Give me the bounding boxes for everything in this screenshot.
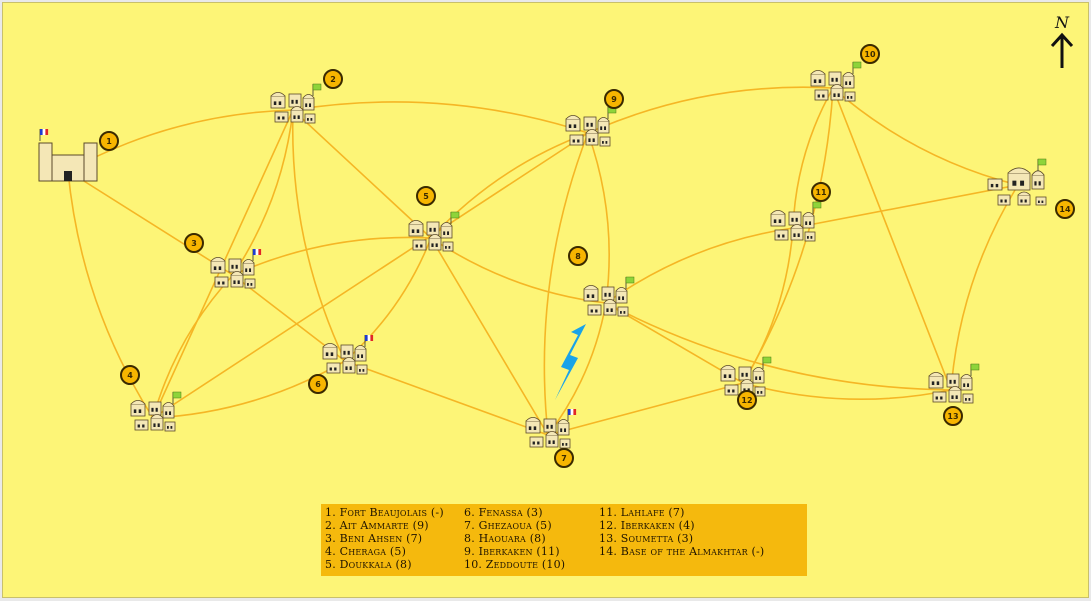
legend-entry: 10. Zeddoute (10) (464, 558, 566, 571)
legend-entry: 5. Doukkala (8) (325, 558, 412, 571)
location-badge-4[interactable]: 4 (120, 365, 140, 385)
location-badge-5[interactable]: 5 (416, 186, 436, 206)
legend-entry: 1. Fort Beaujolais (-) (325, 506, 444, 519)
settlement-2[interactable] (270, 83, 322, 124)
route-path (742, 227, 794, 384)
route-path (152, 360, 346, 419)
route-path (587, 86, 834, 134)
route-path (152, 274, 234, 419)
location-badge-3[interactable]: 3 (184, 233, 204, 253)
route-path (67, 170, 154, 419)
legend-column-2: 6. Fenassa (3) 7. Ghezaoua (5) 8. Haouar… (464, 506, 565, 571)
north-arrow-icon (1050, 32, 1074, 68)
route-path (292, 101, 589, 134)
legend-entry: 7. Ghezaoua (5) (464, 519, 552, 532)
route-path (605, 302, 952, 391)
settlement-3[interactable] (210, 249, 262, 289)
route-path (587, 132, 610, 304)
route-path (232, 109, 294, 276)
settlement-7[interactable] (525, 409, 577, 449)
compass-rose: N (1049, 13, 1075, 71)
route-path (543, 132, 589, 436)
location-legend: 1. Fort Beaujolais (-) 2. Ait Ammarte (9… (321, 504, 807, 576)
bolt-layer (555, 324, 586, 400)
legend-column-3: 11. Lahlafe (7) 12. Iberkaken (4) 13. So… (599, 506, 764, 558)
location-badge-7[interactable]: 7 (554, 448, 574, 468)
settlement-9[interactable] (565, 106, 617, 147)
route-path (950, 184, 1019, 391)
route-path (832, 87, 952, 391)
north-label: N (1055, 13, 1069, 32)
lightning-bolt-icon (555, 324, 586, 400)
route-path (430, 132, 589, 239)
legend-entry: 4. Cheraga (5) (325, 545, 407, 558)
route-path (152, 132, 589, 419)
location-badge-9[interactable]: 9 (604, 89, 624, 109)
settlement-10[interactable] (810, 61, 862, 102)
legend-entry: 14. Base of the Almakhtar (-) (599, 545, 765, 558)
legend-entry: 2. Ait Ammarte (9) (325, 519, 429, 532)
location-badge-1[interactable]: 1 (99, 131, 119, 151)
location-badge-13[interactable]: 13 (943, 406, 963, 426)
settlement-1[interactable] (38, 129, 98, 182)
route-path (344, 360, 549, 436)
legend-entry: 9. Iberkaken (11) (464, 545, 560, 558)
location-badge-6[interactable]: 6 (308, 374, 328, 394)
route-path (742, 382, 952, 400)
route-path (430, 237, 549, 436)
route-path (232, 236, 432, 276)
route-path (547, 302, 607, 436)
legend-entry: 11. Lahlafe (7) (599, 506, 685, 519)
legend-entry: 6. Fenassa (3) (464, 506, 543, 519)
legend-column-1: 1. Fort Beaujolais (-) 2. Ait Ammarte (9… (325, 506, 444, 571)
legend-entry: 8. Haouara (8) (464, 532, 546, 545)
route-path (832, 87, 1019, 186)
legend-entry: 12. Iberkaken (4) (599, 519, 695, 532)
location-badge-14[interactable]: 14 (1055, 199, 1075, 219)
route-path (291, 109, 346, 362)
route-path (605, 227, 794, 304)
route-path (792, 87, 834, 229)
location-badge-12[interactable]: 12 (737, 390, 757, 410)
settlement-5[interactable] (408, 211, 460, 252)
location-badge-11[interactable]: 11 (811, 182, 831, 202)
settlement-13[interactable] (928, 363, 980, 404)
route-path (547, 382, 744, 436)
location-badge-8[interactable]: 8 (568, 246, 588, 266)
settlement-11[interactable] (770, 201, 822, 242)
settlement-8[interactable] (583, 276, 635, 317)
location-badge-10[interactable]: 10 (860, 44, 880, 64)
settlement-layer (38, 61, 1047, 449)
legend-entry: 13. Soumetta (3) (599, 532, 694, 545)
settlement-14[interactable] (987, 158, 1047, 206)
settlement-6[interactable] (322, 335, 374, 375)
settlement-4[interactable] (130, 391, 182, 432)
legend-entry: 3. Beni Ahsen (7) (325, 532, 423, 545)
location-badge-2[interactable]: 2 (323, 69, 343, 89)
